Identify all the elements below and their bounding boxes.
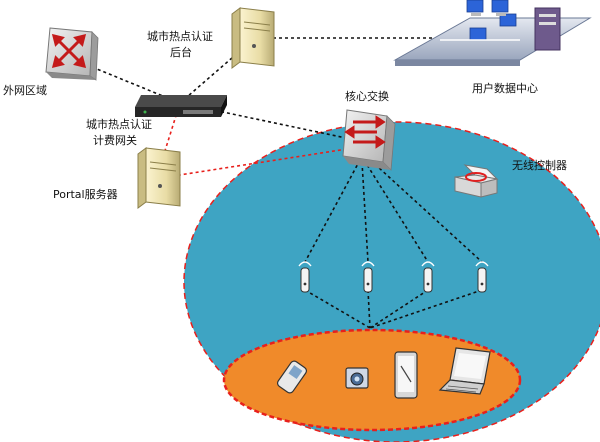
hotspot-backend-label-1: 城市热点认证: [147, 29, 213, 43]
billing-gateway-label-1: 城市热点认证: [86, 117, 152, 131]
link-core-ap2: [361, 161, 369, 263]
link-portal-core: [159, 146, 361, 179]
rack-server-icon: [534, 7, 561, 51]
link-core-ap3: [363, 159, 429, 263]
wireless-controller-icon: [454, 164, 499, 198]
external-zone-label: 外网区域: [3, 84, 47, 97]
core-switch-label: 核心交换: [345, 89, 389, 103]
billing-gateway-label-2: 计费网关: [93, 133, 137, 147]
client-devices: [276, 347, 491, 399]
laptop-icon: [438, 347, 491, 395]
link-core-ap1: [304, 159, 361, 263]
gateway-appliance-icon: [135, 95, 227, 117]
access-point-icon: [421, 261, 435, 293]
link-ap4-clients: [369, 289, 483, 329]
tablet-icon: [394, 351, 418, 399]
mobile-phone-icon: [276, 360, 308, 394]
server-icon: [231, 7, 275, 69]
link-ap2-clients: [367, 289, 371, 329]
link-ap1-clients: [304, 289, 371, 329]
wireless-controller-label: 无线控制器: [512, 158, 567, 172]
data-center-network-icon: [393, 0, 592, 66]
hotspot-backend-label-2: 后台: [170, 45, 192, 59]
link-core-ap4: [365, 155, 483, 263]
router-icon: [45, 27, 99, 81]
access-point-icon: [298, 261, 312, 293]
client-device-zone: [222, 328, 522, 432]
link-gateway-backend: [179, 37, 256, 104]
camera-icon: [345, 367, 369, 389]
portal-server-label: Portal服务器: [53, 188, 118, 201]
server-icon: [137, 147, 181, 209]
switch-icon: [342, 109, 396, 171]
access-point-icon: [475, 261, 489, 293]
access-points: [298, 261, 489, 293]
access-point-icon: [361, 261, 375, 293]
user-data-center-label: 用户数据中心: [472, 81, 538, 95]
